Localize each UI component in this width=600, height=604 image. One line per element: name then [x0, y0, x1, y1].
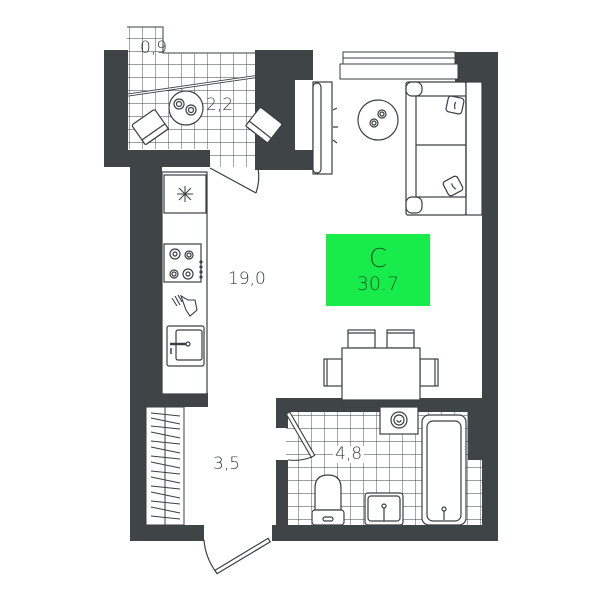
dishwasher-icon: [171, 294, 198, 317]
toilet-icon: [311, 474, 345, 526]
apartment-type: C: [368, 243, 388, 274]
round-table-icon: [168, 90, 204, 126]
room-area-hallway: 3,5: [213, 454, 241, 474]
walls: [104, 50, 498, 541]
door-icon: [203, 537, 271, 575]
dining-table-icon: [323, 329, 439, 401]
door-icon: [285, 411, 316, 461]
door-icon: [209, 167, 260, 194]
stove-icon: [163, 243, 203, 283]
total-area: 30.7: [356, 272, 400, 295]
room-area-studio: 19,0: [228, 269, 266, 289]
washbasin-icon: [364, 492, 404, 526]
tv-stand-icon: [312, 81, 338, 175]
apartment-badge: C 30.7: [326, 234, 430, 306]
bathtub-icon: [421, 414, 467, 526]
room-area-balcony-outer: 0,9: [140, 38, 168, 58]
sofa-icon: [405, 81, 483, 216]
sink-icon: [166, 325, 205, 367]
washing-machine-icon: [379, 406, 419, 435]
armchair-icon: [245, 107, 283, 144]
wardrobe-icon: [145, 406, 185, 526]
window: [339, 51, 459, 80]
armchair-icon: [131, 109, 169, 146]
room-area-bathroom: 4,8: [333, 444, 365, 464]
round-table-icon: [357, 99, 399, 141]
fridge-icon: [163, 174, 207, 214]
room-area-balcony: 2,2: [206, 95, 234, 115]
